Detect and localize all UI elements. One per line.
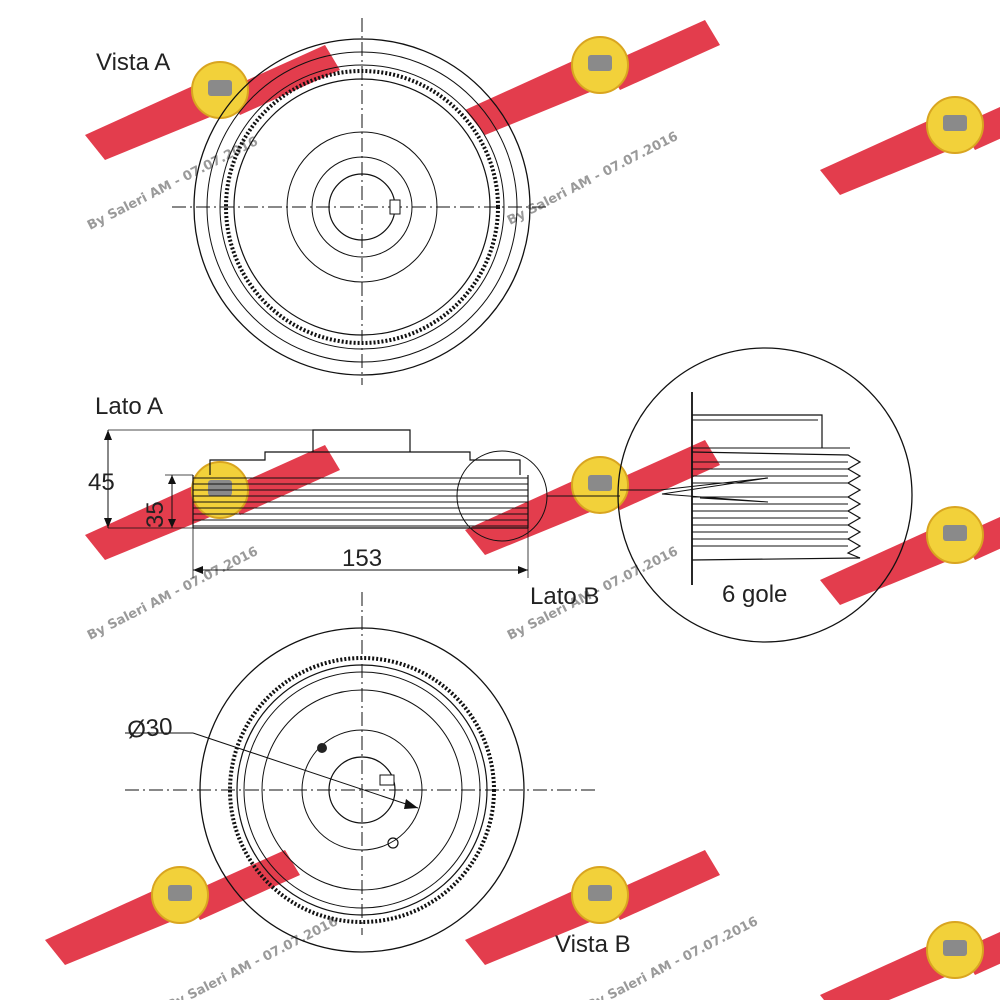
vista-b-view bbox=[125, 592, 598, 953]
side-view bbox=[104, 429, 620, 578]
vista-a-label: Vista A bbox=[96, 49, 170, 76]
watermark-text: By Saleri AM - 07.07.2016 bbox=[165, 914, 341, 1000]
grooves-label: 6 gole bbox=[722, 581, 787, 608]
diameter-dimension: 153 bbox=[342, 545, 382, 572]
bore-dimension: Ø30 bbox=[126, 713, 174, 744]
watermark-layer: By Saleri AM - 07.07.2016 By Saleri AM -… bbox=[44, 19, 1000, 1000]
height-total-dimension: 45 bbox=[88, 469, 115, 496]
lato-a-label: Lato A bbox=[95, 393, 163, 420]
watermark-text: By Saleri AM - 07.07.2016 bbox=[505, 129, 681, 228]
vista-b-label: Vista B bbox=[555, 931, 631, 958]
lato-b-label: Lato B bbox=[530, 583, 599, 610]
vista-a-view bbox=[172, 18, 548, 385]
height-belt-dimension: 35 bbox=[142, 501, 169, 528]
groove-detail-view bbox=[617, 347, 913, 643]
watermark-text: By Saleri AM - 07.07.2016 bbox=[85, 544, 261, 643]
